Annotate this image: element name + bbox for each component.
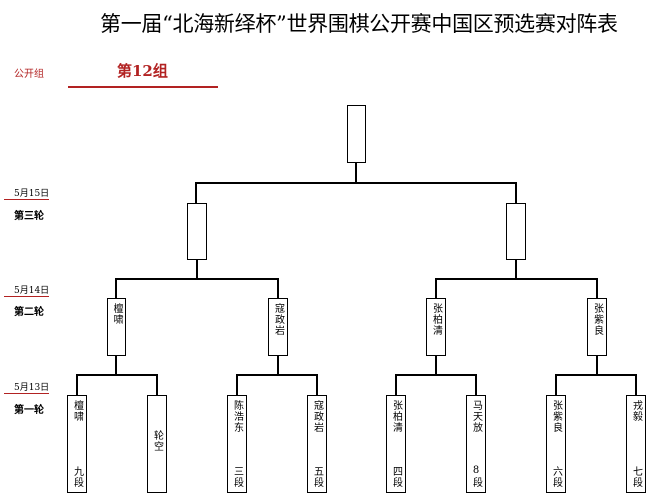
player-name: 张柏清 (390, 400, 402, 433)
final-winner-box (347, 105, 366, 163)
player-box: 陈浩东 三段 (227, 395, 247, 493)
round2-divider (4, 296, 49, 297)
semifinal-box-left (187, 203, 207, 260)
player-rank: 三段 (231, 466, 243, 488)
player-name: 戎毅 (630, 400, 642, 422)
round1-name: 第一轮 (14, 405, 44, 416)
group-name: 第12组 (117, 62, 168, 80)
player-box: 马天放 8段 (466, 395, 486, 493)
player-rank: 四段 (390, 466, 402, 488)
player-rank: 七段 (630, 466, 642, 488)
player-name: 檀啸 (71, 400, 83, 422)
player-name: 张紫良 (550, 400, 562, 433)
round2-date: 5月14日 (14, 286, 50, 296)
player-name: 寇政岩 (311, 400, 323, 433)
round2-box: 檀啸 (107, 298, 126, 356)
round2-box: 张柏清 (426, 298, 446, 356)
player-name: 陈浩东 (231, 400, 243, 433)
player-name: 马天放 (470, 400, 482, 433)
player-box: 轮空 (147, 395, 167, 493)
group-underline (68, 86, 218, 88)
page-title: 第一届“北海新绎杯”世界围棋公开赛中国区预选赛对阵表 (100, 12, 618, 36)
round1-divider (4, 393, 49, 394)
player-name: 檀啸 (111, 303, 122, 325)
round1-date: 5月13日 (14, 383, 50, 393)
player-name: 张柏清 (430, 303, 442, 336)
player-rank: 五段 (311, 466, 323, 488)
group-category-label: 公开组 (14, 69, 44, 80)
player-box: 檀啸 九段 (67, 395, 87, 493)
round2-box: 张紫良 (587, 298, 607, 356)
round2-box: 寇政岩 (268, 298, 288, 356)
semifinal-box-right (506, 203, 526, 260)
player-name: 轮空 (151, 430, 163, 452)
player-rank: 8段 (470, 465, 482, 488)
round3-date: 5月15日 (14, 189, 50, 199)
player-box: 张柏清 四段 (386, 395, 406, 493)
round3-name: 第三轮 (14, 211, 44, 222)
round2-name: 第二轮 (14, 307, 44, 318)
player-name: 寇政岩 (272, 303, 284, 336)
round3-divider (4, 199, 49, 200)
player-box: 戎毅 七段 (626, 395, 646, 493)
player-box: 寇政岩 五段 (307, 395, 327, 493)
player-box: 张紫良 六段 (546, 395, 566, 493)
player-rank: 六段 (550, 466, 562, 488)
player-rank: 九段 (71, 466, 83, 488)
player-name: 张紫良 (591, 303, 603, 336)
